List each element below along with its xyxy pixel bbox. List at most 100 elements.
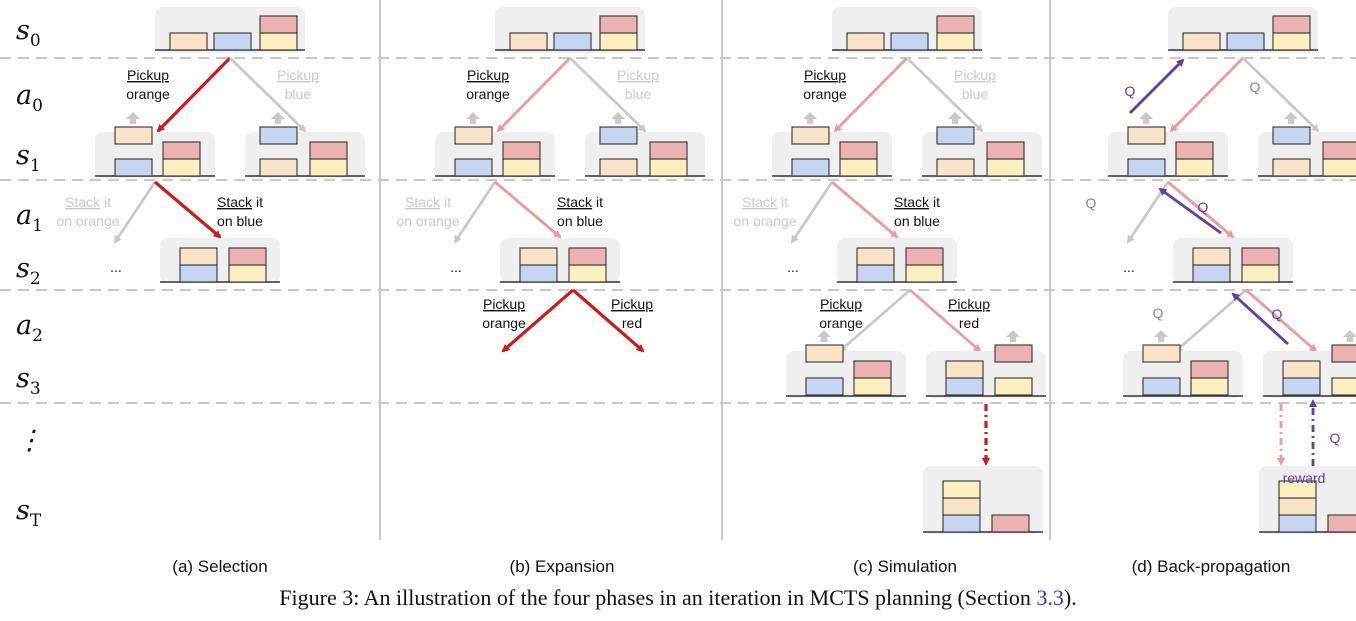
label-pickup-blue-object: blue: [962, 86, 989, 102]
lift-arrow-stem: [1010, 336, 1016, 342]
blue-block: [213, 32, 252, 51]
label-stack-on-orange: Stack it: [65, 194, 111, 210]
row-label-4: s2: [16, 253, 41, 289]
yellow-block: [905, 264, 944, 283]
lift-arrow-head: [271, 112, 285, 119]
orange-block: [945, 360, 984, 379]
yellow-block: [1272, 32, 1311, 51]
held-blue-block: [1272, 126, 1311, 145]
edge-a2-pickup-orange: [838, 288, 911, 353]
yellow-block: [936, 32, 975, 51]
label-a2-pickup-orange: Pickup: [483, 296, 525, 312]
edge-a0-pickup-blue: [906, 56, 984, 133]
edge-a1-stack-on-blue: [1167, 180, 1235, 239]
lift-arrow-head: [1139, 112, 1153, 119]
red-block: [162, 141, 201, 160]
yellow-block: [839, 158, 878, 177]
label-a2-pickup-orange-object: orange: [482, 315, 526, 331]
blue-block: [890, 32, 929, 51]
edge-a1-stack-on-blue: [494, 180, 562, 239]
lift-arrow-head: [1154, 330, 1168, 337]
backprop-arrow-s1-to-s0: [1129, 58, 1185, 114]
yellow-block: [1175, 158, 1214, 177]
edge-a0-pickup-blue: [569, 56, 647, 133]
orange-block: [259, 158, 298, 177]
action-verb: Pickup: [617, 67, 659, 83]
orange-block: [856, 247, 895, 266]
blue-block: [1226, 32, 1265, 51]
lift-arrow-stem: [1347, 336, 1353, 342]
phase-label-0: (a) Selection: [172, 557, 267, 576]
label-pickup-orange-object: orange: [803, 86, 847, 102]
lift-arrow-stem: [1288, 118, 1294, 124]
lift-arrow-stem: [130, 118, 136, 124]
grid-dividers: [0, 0, 1356, 540]
lift-arrow-stem: [821, 336, 827, 342]
lift-arrow-head: [126, 112, 140, 119]
action-pronoun: it: [252, 194, 263, 210]
row-label-symbol: a: [16, 310, 32, 341]
orange-block: [1192, 247, 1231, 266]
red-block: [1241, 247, 1280, 266]
yellow-block: [1331, 377, 1356, 396]
action-verb: Stack: [894, 194, 930, 210]
edge-a2-pickup-red: [1245, 288, 1318, 353]
yellow-block: [228, 264, 267, 283]
label-pickup-blue: Pickup: [617, 67, 659, 83]
label-stack-on-blue: Stack it: [894, 194, 940, 210]
row-label-subscript: T: [30, 511, 42, 531]
caption-end: ).: [1063, 585, 1077, 610]
blue-block: [454, 158, 493, 177]
row-label-3: a1: [16, 200, 43, 236]
yellow-block: [649, 158, 688, 177]
red-block: [1327, 514, 1356, 533]
tree-states: [95, 7, 1356, 534]
section-ref-link[interactable]: 3.3: [1036, 585, 1064, 610]
label-a2-pickup-red: Pickup: [611, 296, 653, 312]
held-red-block: [994, 344, 1033, 363]
red-block: [1190, 360, 1229, 379]
edge-a0-pickup-blue: [229, 56, 307, 133]
ellipsis-s2: ...: [1123, 259, 1135, 275]
lift-arrow-stem: [1158, 336, 1164, 342]
q-label-purple-a0: Q: [1125, 83, 1136, 99]
red-block: [991, 514, 1030, 533]
label-a2-pickup-red: Pickup: [948, 296, 990, 312]
lift-arrow-head: [1343, 330, 1356, 337]
caption-text: Figure 3: An illustration of the four ph…: [279, 585, 1037, 610]
label-stack-on-blue-object: on blue: [557, 213, 603, 229]
label-pickup-blue: Pickup: [954, 67, 996, 83]
backprop-arrow-s3-to-s2: [1231, 292, 1289, 346]
edge-a0-pickup-orange: [1169, 57, 1244, 133]
yellow-block: [853, 377, 892, 396]
label-pickup-orange-object: orange: [466, 86, 510, 102]
edge-a2-pickup-orange: [501, 288, 575, 353]
label-pickup-orange-object: orange: [126, 86, 170, 102]
action-pronoun: it: [592, 194, 603, 210]
action-pronoun: it: [100, 194, 111, 210]
blue-block: [1127, 158, 1166, 177]
backprop-arrow-s2-to-s1: [1158, 187, 1222, 235]
edge-a0-pickup-blue: [1242, 56, 1320, 133]
orange-block: [509, 32, 548, 51]
lift-arrow-stem: [470, 118, 476, 124]
yellow-block: [1322, 158, 1356, 177]
row-label-7: ⋮: [16, 425, 43, 456]
edge-a1-stack-on-blue: [153, 180, 222, 239]
row-label-symbol: s: [16, 495, 30, 526]
action-verb: Pickup: [277, 67, 319, 83]
lift-arrow-head: [611, 112, 625, 119]
held-blue-block: [599, 126, 638, 145]
held-blue-block: [936, 126, 975, 145]
blue-block: [945, 377, 984, 396]
red-block: [1175, 141, 1214, 160]
held-orange-block: [1127, 126, 1166, 145]
lift-arrow-head: [466, 112, 480, 119]
row-label-subscript: 2: [30, 269, 41, 289]
held-orange-block: [805, 344, 844, 363]
red-block: [649, 141, 688, 160]
red-block: [905, 247, 944, 266]
orange-block: [846, 32, 885, 51]
